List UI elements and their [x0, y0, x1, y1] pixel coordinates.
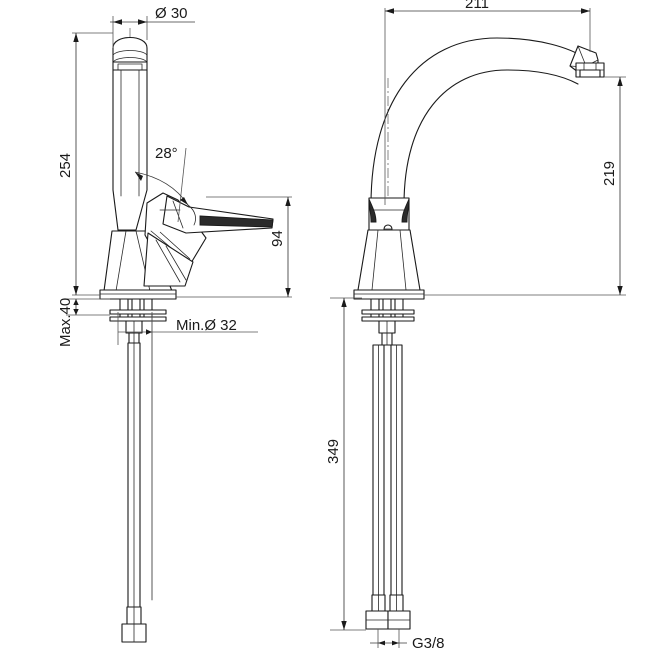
- mounting-shank-assembly: [109, 298, 167, 344]
- dimension-height-219-label: 219: [601, 161, 618, 186]
- lever-handle: [143, 192, 274, 287]
- side-supply-hoses: [365, 344, 411, 630]
- spout-base-collar: [368, 197, 410, 234]
- dimension-thread-g38-label: G3/8: [412, 635, 445, 652]
- dimension-max-40: Max.40: [57, 298, 110, 347]
- dimension-min-diameter-32: Min.Ø 32: [117, 312, 258, 345]
- dimension-angle-28: 28°: [134, 145, 189, 223]
- dimension-hose-349: 349: [325, 297, 366, 631]
- dimension-hose-349-label: 349: [325, 439, 342, 464]
- side-view-body-taper: [357, 229, 421, 291]
- dimension-reach-211-label: 211: [465, 0, 489, 12]
- dimension-max-40-label: Max.40: [57, 298, 74, 347]
- dimension-height-219: 219: [424, 76, 626, 296]
- side-elevation-view: [353, 37, 605, 630]
- front-elevation-view: [99, 28, 274, 643]
- dimension-min-diameter-32-label: Min.Ø 32: [176, 317, 237, 334]
- dimension-thread-g38: G3/8: [370, 629, 445, 652]
- dimension-height-94-label: 94: [269, 230, 286, 247]
- side-shank-assembly: [361, 298, 415, 346]
- dimension-height-94: 94: [176, 196, 292, 298]
- dimension-diameter-30: Ø 30: [110, 5, 195, 48]
- flexible-supply-hose: [121, 342, 147, 643]
- dimension-angle-28-label: 28°: [155, 145, 178, 162]
- dimension-reach-211: 211: [384, 0, 591, 205]
- mounting-flange: [99, 289, 177, 300]
- dimension-height-254: 254: [57, 32, 113, 296]
- dimension-height-254-label: 254: [57, 153, 74, 178]
- curved-spout: [370, 37, 605, 206]
- mixer-column-body: [112, 69, 148, 231]
- cartridge-cap: [112, 36, 148, 71]
- dimension-diameter-30-label: Ø 30: [155, 5, 188, 22]
- side-mounting-flange: [353, 289, 425, 300]
